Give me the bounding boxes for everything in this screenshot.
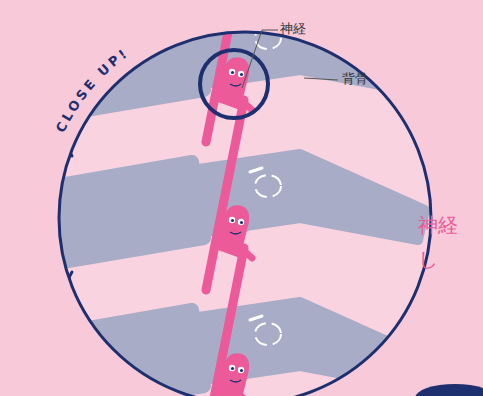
leader-line [304,78,338,80]
highlight-circle [200,50,268,118]
curved-heading: CLOSE UP! [53,45,132,135]
lens-border [59,32,431,396]
part-label: 神経 [280,22,306,36]
vertebrae [30,0,425,396]
part-label: 背骨 [342,72,368,86]
note-text: 神経 [418,214,458,236]
note-text: し [418,248,438,270]
leader-line [242,30,278,88]
curved-heading: CLOSE UP! [53,45,132,135]
partial-shape [415,384,483,396]
